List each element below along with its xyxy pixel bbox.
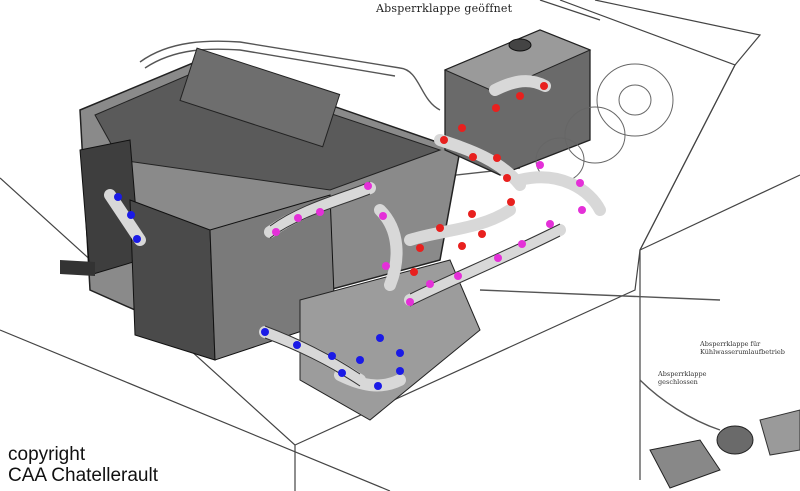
valve-circulation-line-1: Absperrklappe für	[700, 340, 761, 348]
copyright-notice: copyright CAA Chatellerault	[8, 444, 158, 486]
cooling-fans	[535, 63, 674, 183]
magenta-flow-markers	[272, 161, 586, 306]
valve-circulation-label: Absperrklappe für Kühlwasserumlaufbetrie…	[700, 340, 785, 356]
engine-block	[60, 47, 481, 421]
valve-closed-line-1: Absperrklappe	[658, 370, 707, 378]
valve-detail	[649, 409, 800, 489]
valve-closed-line-2: geschlossen	[658, 378, 698, 386]
valve-circulation-line-2: Kühlwasserumlaufbetrieb	[700, 348, 785, 356]
coolant-hoses	[104, 75, 606, 392]
valve-closed-label: Absperrklappe geschlossen	[658, 370, 706, 386]
copyright-line-2: CAA Chatellerault	[8, 465, 158, 486]
valve-open-label: Absperrklappe geöffnet	[376, 2, 513, 15]
red-flow-markers	[410, 82, 548, 276]
copyright-line-1: copyright	[8, 444, 86, 465]
blue-flow-markers	[114, 193, 404, 390]
